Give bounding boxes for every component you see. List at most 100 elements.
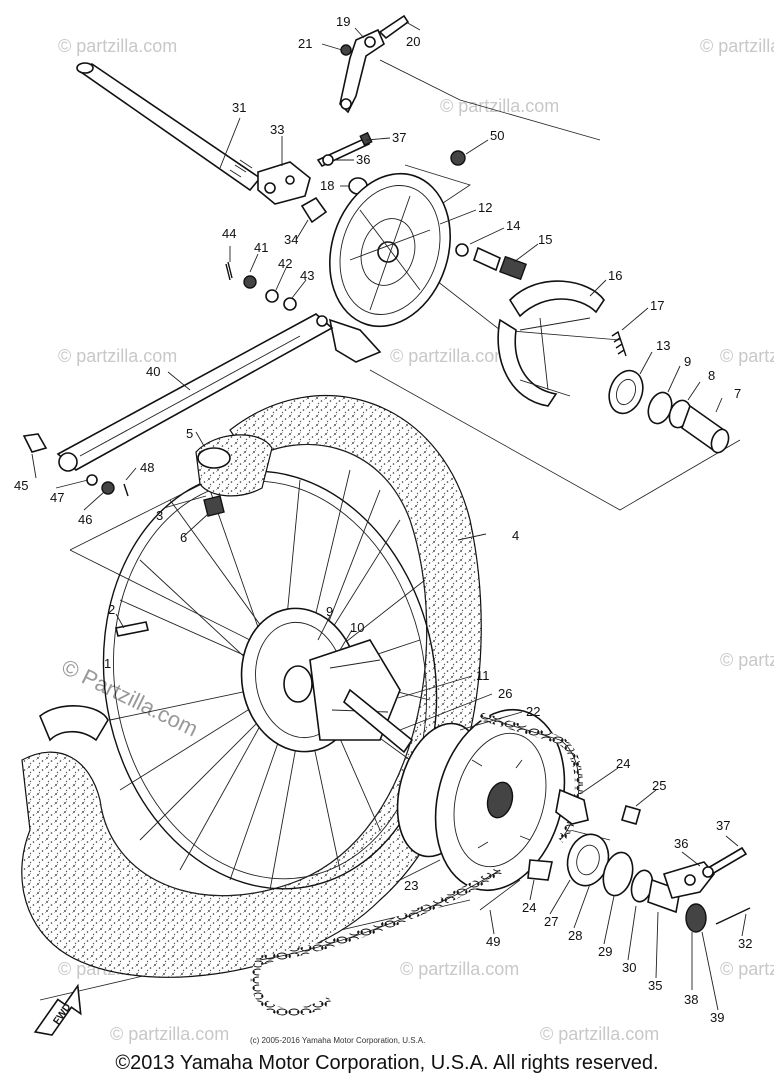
callout: 3 (156, 508, 163, 523)
callout: 5 (186, 426, 193, 441)
nut (702, 866, 714, 878)
callout: 2 (108, 602, 115, 617)
callout: 23 (404, 878, 418, 893)
callout: 18 (320, 178, 334, 193)
callout: 27 (544, 914, 558, 929)
lock-washer (527, 859, 553, 881)
callout: 9 (326, 604, 333, 619)
callout: 9 (684, 354, 691, 369)
nut (101, 481, 115, 495)
watermark-text: © partzilla.com (720, 959, 774, 979)
callout: 42 (278, 256, 292, 271)
cotter-pin (225, 261, 233, 281)
callout: 37 (392, 130, 406, 145)
callout: 34 (284, 232, 298, 247)
callout: 28 (568, 928, 582, 943)
callout: 32 (738, 936, 752, 951)
washer (283, 297, 297, 311)
callout: 16 (608, 268, 622, 283)
bolt (22, 433, 48, 453)
callout: 39 (710, 1010, 724, 1025)
callout: 1 (104, 656, 111, 671)
callout: 14 (506, 218, 520, 233)
drive-chain (250, 712, 583, 1017)
callout: 30 (622, 960, 636, 975)
leader-lines (31, 21, 747, 1011)
bearing (602, 851, 634, 897)
callout: 24 (616, 756, 630, 771)
bolt (621, 805, 641, 825)
callout: 8 (708, 368, 715, 383)
watermark-text: © partzilla.com (58, 36, 177, 56)
washer (86, 474, 98, 486)
callout: 21 (298, 36, 312, 51)
rear-sprocket (396, 708, 566, 892)
rim-band (195, 434, 273, 497)
callout: 50 (490, 128, 504, 143)
watermark-text: © partzilla.com (400, 959, 519, 979)
callout: 36 (356, 152, 370, 167)
watermark-text: © partzilla.com (700, 36, 774, 56)
callout: 24 (522, 900, 536, 915)
callout: 12 (478, 200, 492, 215)
watermark-text: © partzilla.com (110, 1024, 229, 1044)
cotter-pin (123, 483, 129, 497)
callout: 13 (656, 338, 670, 353)
nut (322, 154, 334, 166)
tire-clamp (39, 705, 109, 742)
callout: 33 (270, 122, 284, 137)
brake-shoe-plate (328, 172, 451, 363)
callout: 22 (526, 704, 540, 719)
bolt (115, 621, 149, 637)
callout: 4 (512, 528, 519, 543)
nut (450, 150, 466, 166)
torque-link-upper (339, 14, 410, 114)
callout: 19 (336, 14, 350, 29)
oil-seal-inner (576, 844, 600, 876)
brake-shoes (497, 280, 605, 407)
callout: 17 (650, 298, 664, 313)
callout: 37 (716, 818, 730, 833)
callout: 35 (648, 978, 662, 993)
callout: 47 (50, 490, 64, 505)
lock-washer (555, 788, 589, 825)
tension-bar (56, 313, 334, 472)
brake-camshaft (473, 246, 527, 281)
callout: 20 (406, 34, 420, 49)
chain-puller-left (257, 161, 311, 205)
oil-seal-inner (615, 378, 637, 406)
callout: 38 (684, 992, 698, 1007)
callout: 41 (254, 240, 268, 255)
small-copyright-line: (c) 2005-2016 Yamaha Motor Corporation, … (250, 1036, 426, 1045)
callout: 31 (232, 100, 246, 115)
callout: 49 (486, 934, 500, 949)
washer (265, 289, 279, 303)
watermark-text: © partzilla.com (440, 96, 559, 116)
nut (203, 495, 225, 517)
callout: 7 (734, 386, 741, 401)
spacer (300, 196, 328, 224)
watermark-text: © partzilla.com (390, 346, 509, 366)
callout: 48 (140, 460, 154, 475)
callout: 26 (498, 686, 512, 701)
axle-nut (685, 903, 707, 933)
callout: 6 (180, 530, 187, 545)
watermark-text: © partzilla.com (58, 346, 177, 366)
watermark-text: © partzilla.com (540, 1024, 659, 1044)
callout: 40 (146, 364, 160, 379)
collar (681, 404, 730, 454)
nut (243, 275, 257, 289)
callout: 44 (222, 226, 236, 241)
oil-seal (608, 369, 644, 415)
watermark-text: © partzilla.com (720, 650, 774, 670)
fwd-arrow: FWD (33, 983, 82, 1036)
watermark-text: © partzilla.com (720, 346, 774, 366)
rear-hub (240, 607, 414, 754)
callout: 25 (652, 778, 666, 793)
callout: 43 (300, 268, 314, 283)
cotter-pin (715, 907, 751, 925)
washer (455, 243, 469, 257)
callout: 45 (14, 478, 28, 493)
callout-labels: 1 2 3 4 5 6 7 8 9 9 10 11 12 13 14 15 16… (14, 14, 752, 1025)
